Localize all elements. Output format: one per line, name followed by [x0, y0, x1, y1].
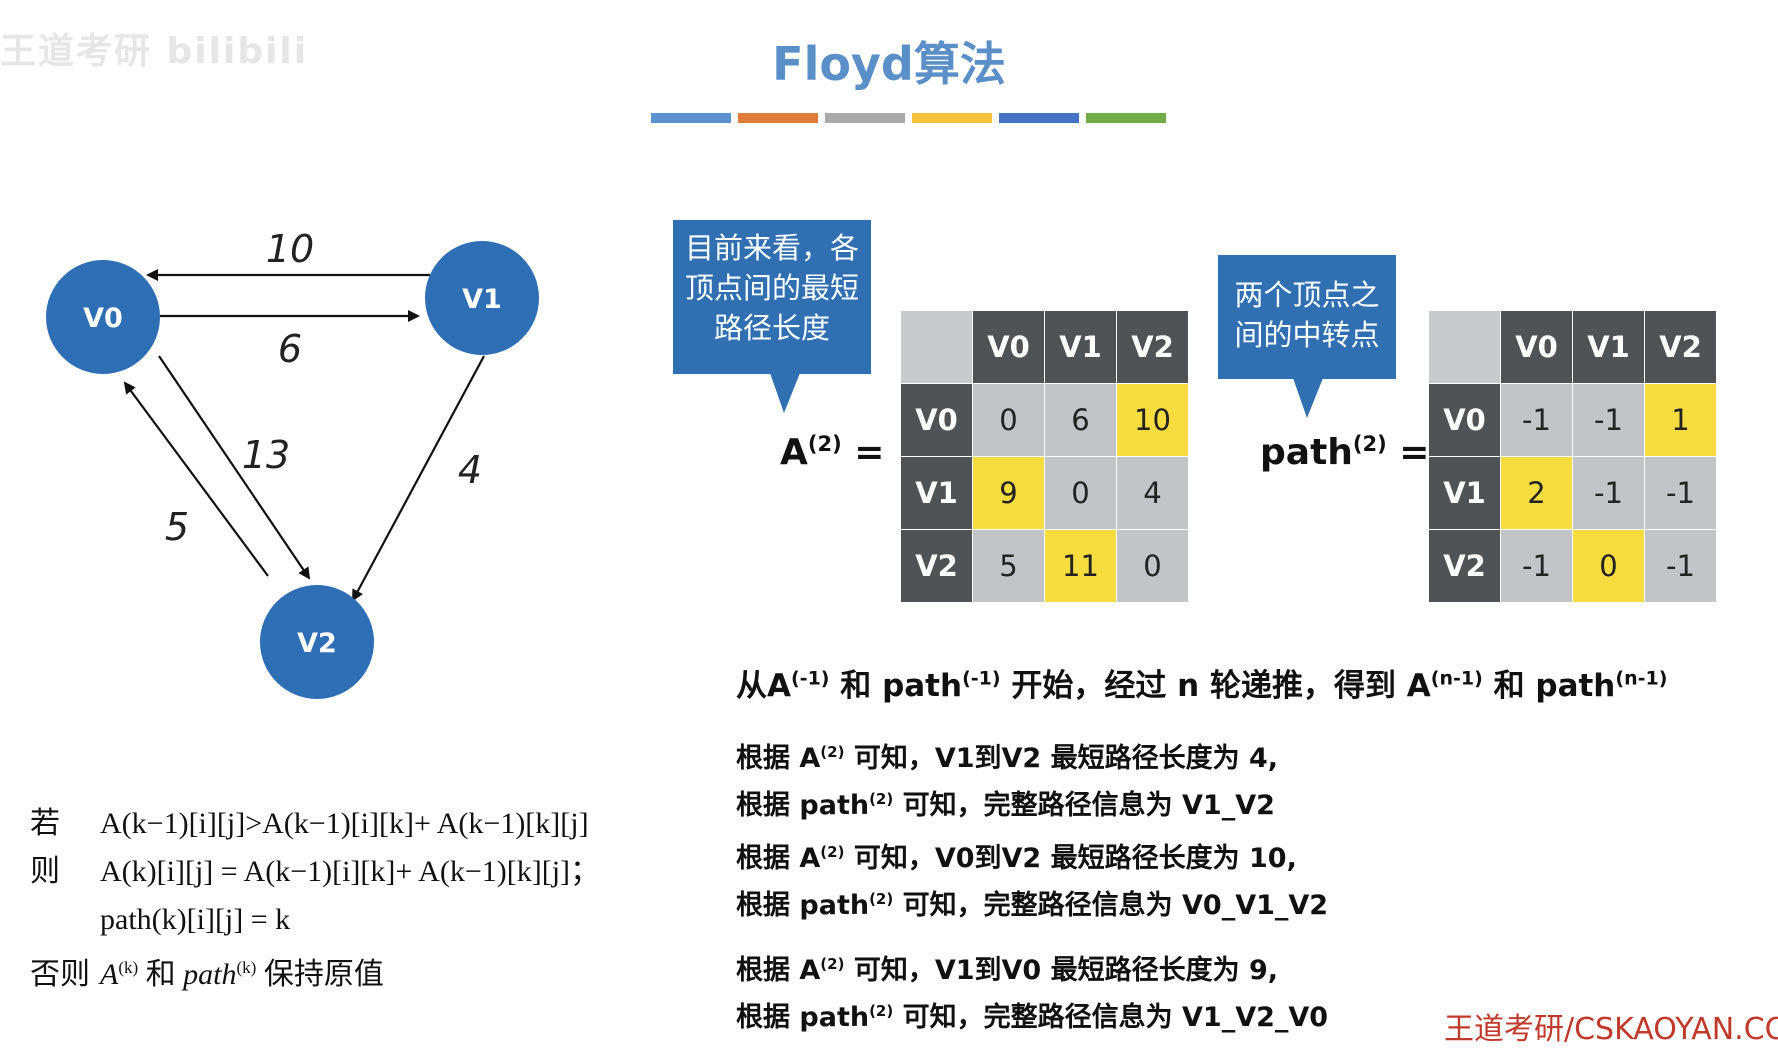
label-eq: = — [854, 432, 885, 473]
row-header: V2 — [1428, 529, 1501, 603]
footer-brand: 王道考研/CSKAOYAN.COM — [1444, 1012, 1778, 1047]
row-header: V1 — [1428, 456, 1501, 530]
label-sup: (2) — [1352, 432, 1387, 456]
matrix-cell: 0 — [1116, 529, 1189, 603]
matrix-a-label: A(2) = — [780, 432, 884, 473]
node-v2 — [260, 585, 374, 699]
col-header: V1 — [1572, 310, 1645, 384]
row-header: V2 — [900, 529, 973, 603]
rule-then-path: path(k)[i][j] = k — [100, 903, 291, 936]
summary-text: 和 path — [829, 668, 963, 704]
matrix-cell: 5 — [972, 529, 1045, 603]
result-a-line: 根据 A(2) 可知，V1到V2 最短路径长度为 4, — [736, 743, 1279, 774]
matrix-cell: 0 — [1044, 456, 1117, 530]
matrix-cell-highlight: 0 — [1572, 529, 1645, 603]
matrix-cell: 6 — [1044, 383, 1117, 457]
summary-text: 从A — [736, 668, 791, 704]
node-v0 — [46, 260, 160, 374]
col-header: V1 — [1044, 310, 1117, 384]
matrix-corner — [900, 310, 973, 384]
graph-diagram: V0 V1 V2 10 6 13 4 5 — [46, 227, 539, 699]
col-header: V0 — [1500, 310, 1573, 384]
result-path-line: 根据 path(2) 可知，完整路径信息为 V1_V2_V0 — [736, 1002, 1329, 1033]
matrix-corner — [1428, 310, 1501, 384]
summary-sup: (n-1) — [1430, 667, 1483, 690]
matrix-cell: -1 — [1572, 383, 1645, 457]
callout-line: 间的中转点 — [1234, 318, 1380, 352]
edge-weight: 5 — [165, 505, 189, 549]
matrix-cell-highlight: 9 — [972, 456, 1045, 530]
matrix-cell: -1 — [1572, 456, 1645, 530]
edge-v1-v2 — [352, 355, 485, 602]
node-v1 — [425, 241, 539, 355]
color-stripe — [912, 113, 992, 123]
label-sup: (2) — [807, 432, 842, 456]
matrix-cell: -1 — [1644, 529, 1717, 603]
result-block: 根据 A(2) 可知，V1到V2 最短路径长度为 4, 根据 path(2) 可… — [736, 732, 1278, 826]
title-color-bar — [651, 113, 1166, 123]
result-block: 根据 A(2) 可知，V1到V0 最短路径长度为 9, 根据 path(2) 可… — [736, 944, 1328, 1038]
matrix-cell: 0 — [972, 383, 1045, 457]
row-header: V1 — [900, 456, 973, 530]
callout-path: 两个顶点之 间的中转点 — [1218, 255, 1396, 379]
col-header: V0 — [972, 310, 1045, 384]
matrix-cell-highlight: 2 — [1500, 456, 1573, 530]
matrix-path-label: path(2) = — [1260, 432, 1429, 473]
node-v2-label: V2 — [297, 628, 337, 659]
summary-sup: (-1) — [791, 667, 830, 690]
matrix-cell: -1 — [1500, 529, 1573, 603]
matrix-cell-highlight: 11 — [1044, 529, 1117, 603]
matrix-path: V0 V1 V2 V0 -1 -1 1 V1 2 -1 -1 V2 -1 0 -… — [1428, 310, 1717, 603]
color-stripe — [738, 113, 818, 123]
edge-weight: 10 — [266, 227, 314, 271]
callout-line: 顶点间的最短 — [684, 271, 859, 305]
result-path-line: 根据 path(2) 可知，完整路径信息为 V1_V2 — [736, 790, 1275, 821]
callout-a: 目前来看，各 顶点间的最短 路径长度 — [673, 220, 871, 374]
matrix-cell: -1 — [1644, 456, 1717, 530]
col-header: V2 — [1116, 310, 1189, 384]
label-text: path — [1260, 432, 1353, 473]
summary-sup: (-1) — [962, 667, 1001, 690]
summary-sup: (n-1) — [1615, 667, 1668, 690]
node-v0-label: V0 — [83, 303, 123, 334]
edge-v2-v0 — [123, 381, 269, 577]
watermark: 王道考研 bilibili — [0, 31, 309, 72]
matrix-cell: 4 — [1116, 456, 1189, 530]
callout-path-pointer — [1293, 378, 1323, 418]
page-title: Floyd算法 — [772, 37, 1006, 91]
color-stripe — [651, 113, 731, 123]
summary-text: 开始，经过 n 轮递推，得到 A — [1000, 668, 1431, 704]
edge-weight: 4 — [458, 448, 482, 492]
row-header: V0 — [900, 383, 973, 457]
color-stripe — [999, 113, 1079, 123]
callout-a-pointer — [770, 373, 800, 413]
color-stripe — [825, 113, 905, 123]
edge-weight: 6 — [278, 327, 302, 371]
color-stripe — [1086, 113, 1166, 123]
matrix-a: V0 V1 V2 V0 0 6 10 V1 9 0 4 V2 5 11 0 — [900, 310, 1189, 603]
callout-line: 路径长度 — [713, 311, 830, 345]
edge-v0-v2 — [158, 355, 311, 580]
col-header: V2 — [1644, 310, 1717, 384]
matrix-cell-highlight: 10 — [1116, 383, 1189, 457]
result-a-line: 根据 A(2) 可知，V0到V2 最短路径长度为 10, — [736, 843, 1297, 874]
matrix-cell-highlight: 1 — [1644, 383, 1717, 457]
label-eq: = — [1399, 432, 1430, 473]
result-a-line: 根据 A(2) 可知，V1到V0 最短路径长度为 9, — [736, 955, 1279, 986]
row-header: V0 — [1428, 383, 1501, 457]
node-v1-label: V1 — [462, 284, 502, 315]
result-path-line: 根据 path(2) 可知，完整路径信息为 V0_V1_V2 — [736, 890, 1329, 921]
result-block: 根据 A(2) 可知，V0到V2 最短路径长度为 10, 根据 path(2) … — [736, 832, 1328, 926]
callout-line: 两个顶点之 — [1234, 278, 1380, 312]
label-text: A — [780, 432, 808, 473]
edge-weight: 13 — [242, 433, 290, 477]
summary-line: 从A(-1) 和 path(-1) 开始，经过 n 轮递推，得到 A(n-1) … — [736, 660, 1667, 705]
callout-line: 目前来看，各 — [684, 231, 859, 265]
matrix-cell: -1 — [1500, 383, 1573, 457]
summary-text: 和 path — [1482, 668, 1616, 704]
